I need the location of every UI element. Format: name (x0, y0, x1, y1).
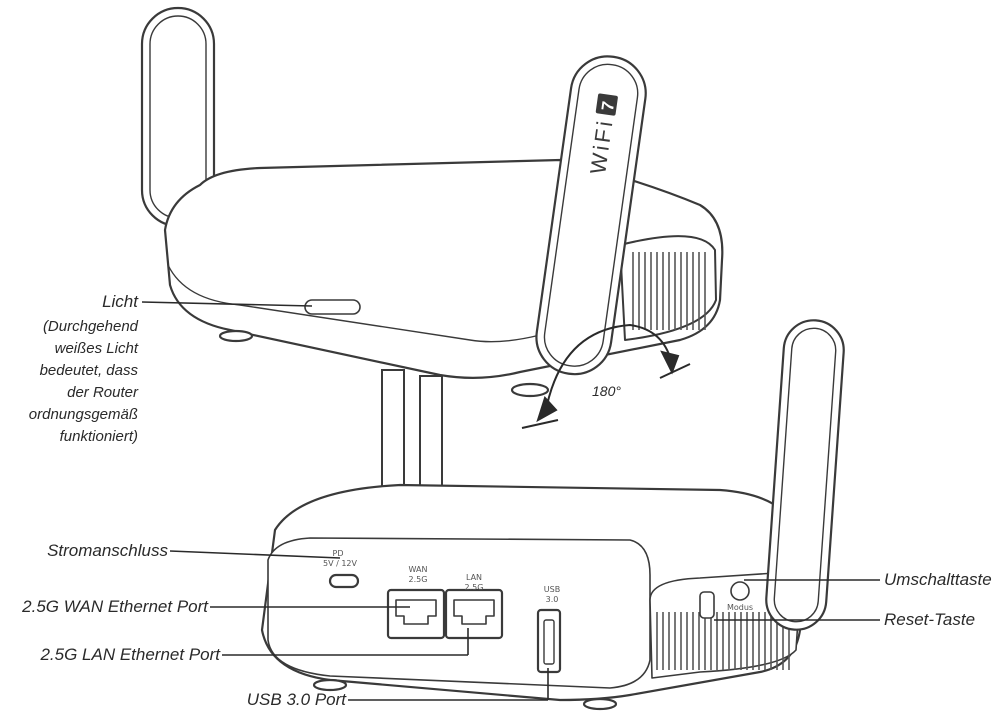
light-note-line: (Durchgehend (42, 318, 138, 335)
top-router: WiFi 7 (140, 6, 724, 398)
light-note-line: funktioniert) (59, 428, 138, 445)
top-right-antenna (535, 55, 647, 376)
light-note-line: weißes Licht (54, 340, 138, 357)
mode-label: Modus (727, 603, 753, 612)
light-note-line: ordnungsgemäß (28, 406, 138, 423)
reset-button[interactable] (699, 591, 715, 619)
lan-port[interactable] (444, 588, 504, 640)
lan-port-label: 2.5G LAN Ethernet Port (40, 645, 220, 664)
wan-label: WAN (409, 565, 428, 574)
mode-button[interactable] (730, 581, 750, 601)
usb-version-label: 3.0 (546, 595, 559, 604)
bottom-right-antenna (765, 319, 845, 631)
status-light (304, 299, 361, 315)
pd-voltage-label: 5V / 12V (323, 559, 358, 568)
bottom-router (260, 319, 845, 711)
pd-label: PD (333, 549, 344, 558)
rotation-arrow (521, 323, 691, 429)
light-description: (Durchgehend weißes Licht bedeutet, dass… (29, 316, 138, 448)
leader-lines (141, 301, 880, 701)
wan-port[interactable] (386, 588, 446, 640)
lan-speed-label: 2.5G (465, 583, 484, 592)
usb-port-label: USB 3.0 Port (246, 690, 346, 709)
wan-port-label: 2.5G WAN Ethernet Port (22, 597, 208, 616)
usb-label: USB (544, 585, 560, 594)
light-title-label: Licht (102, 292, 138, 311)
rotation-label: 180° (592, 383, 621, 399)
reset-button-label: Reset-Taste (884, 610, 976, 629)
lan-label: LAN (466, 573, 482, 582)
toggle-button-label: Umschalttaste (884, 570, 992, 589)
pd-port[interactable] (328, 573, 360, 589)
power-port-label: Stromanschluss (47, 541, 168, 560)
light-note-line: bedeutet, dass (39, 362, 138, 379)
light-note-line: der Router (67, 384, 138, 401)
antenna-number: 7 (598, 100, 618, 112)
wan-speed-label: 2.5G (409, 575, 428, 584)
